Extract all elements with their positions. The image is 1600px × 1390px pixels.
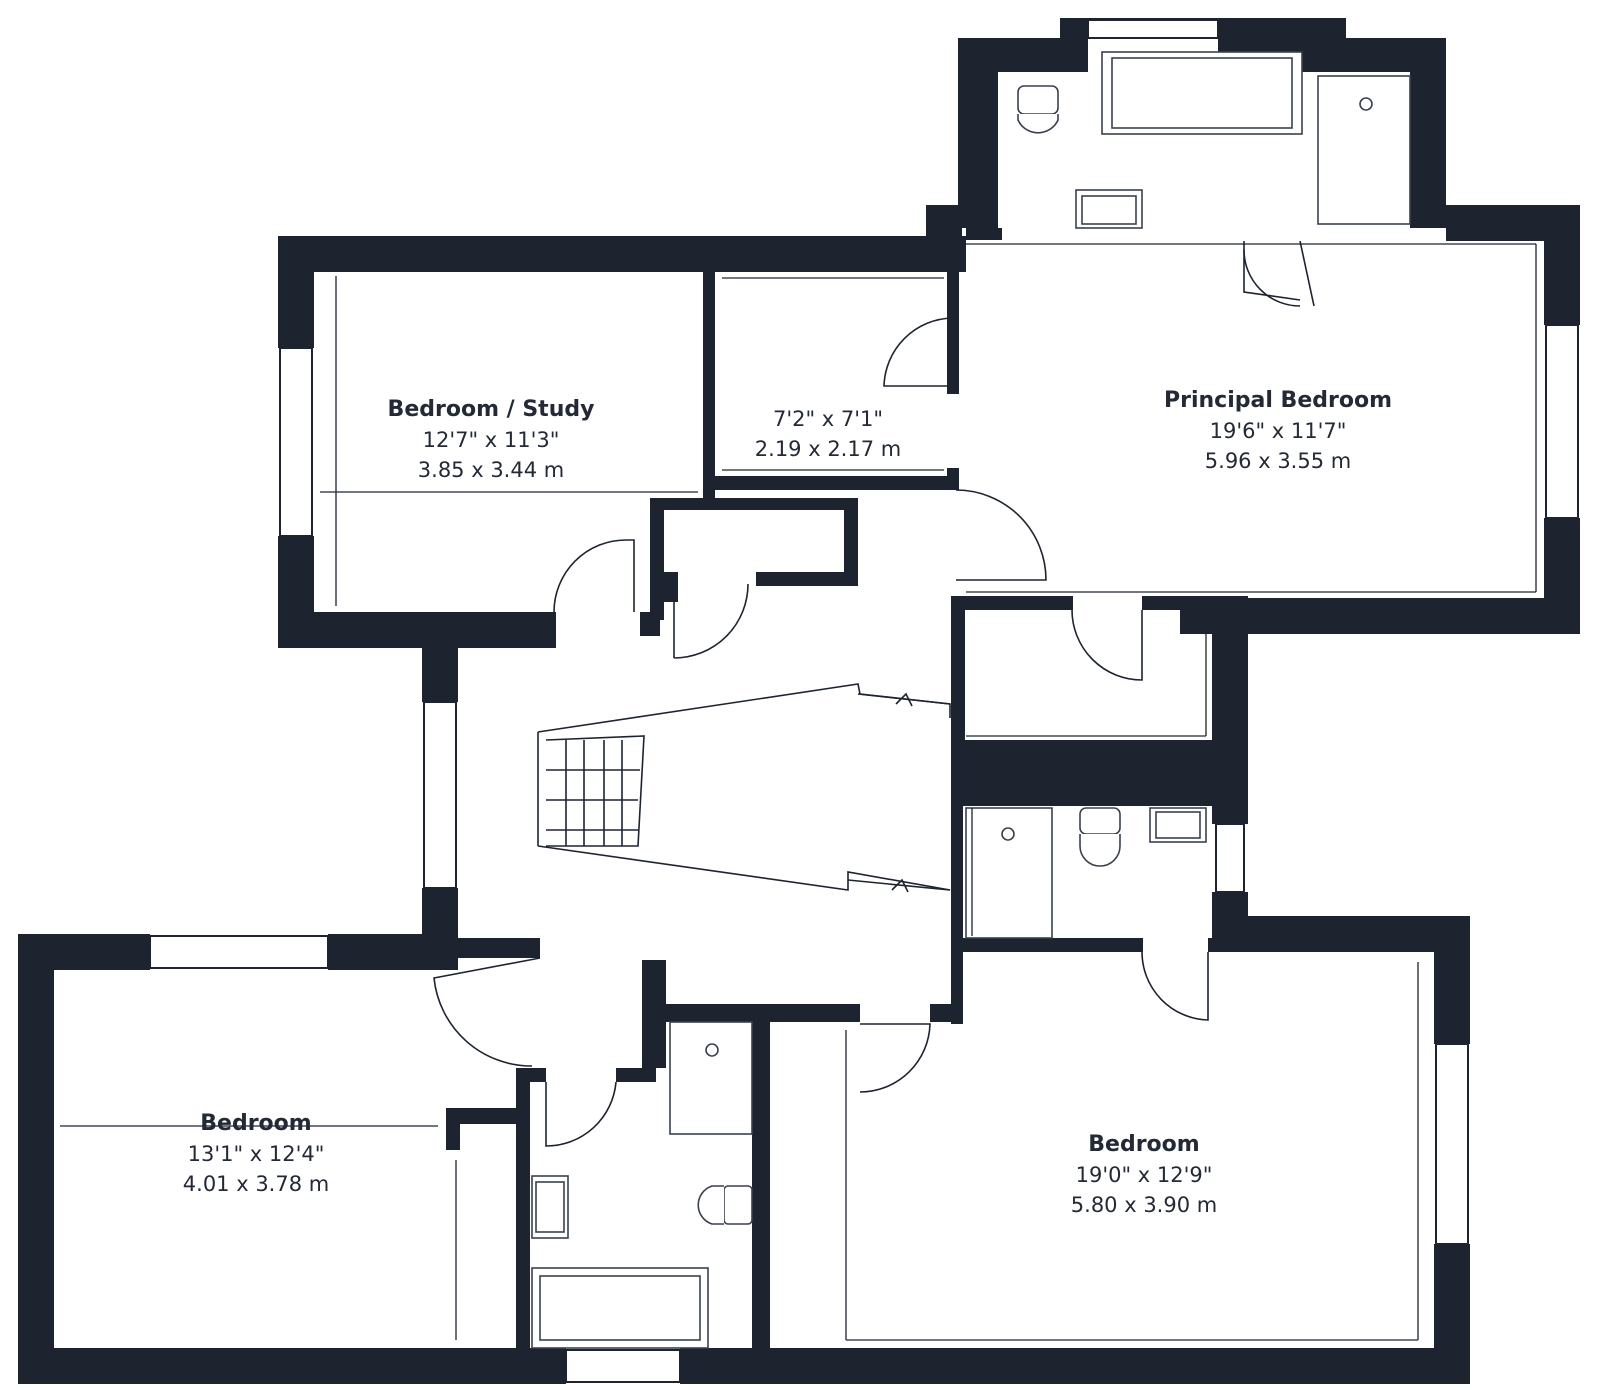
room-label-small-room: 7'2" x 7'1" 2.19 x 2.17 m	[755, 404, 901, 464]
room-dimensions-metric: 2.19 x 2.17 m	[754, 437, 902, 461]
room-dimensions-imperial: 19'6" x 11'7"	[1209, 419, 1347, 443]
room-dimensions-imperial: 7'2" x 7'1"	[772, 407, 884, 431]
room-name: Bedroom	[1088, 1132, 1200, 1157]
bathroom-fixtures	[531, 51, 1411, 1349]
room-name: Principal Bedroom	[1164, 388, 1392, 413]
toilet-icon	[1079, 807, 1121, 867]
room-dimensions-metric: 4.01 x 3.78 m	[182, 1172, 330, 1196]
shower-icon	[965, 807, 1053, 939]
basin-icon	[531, 1175, 569, 1239]
room-name: Bedroom	[200, 1111, 312, 1136]
windows	[149, 19, 1579, 1383]
room-name: Bedroom / Study	[387, 397, 595, 422]
door-swing-icon	[433, 240, 1315, 1147]
room-label-bedroom-right: Bedroom 19'0" x 12'9" 5.80 x 3.90 m	[1071, 1130, 1217, 1220]
room-dimensions-imperial: 12'7" x 11'3"	[422, 428, 560, 452]
room-dimensions-imperial: 13'1" x 12'4"	[187, 1142, 325, 1166]
room-label-bedroom-study: Bedroom / Study 12'7" x 11'3" 3.85 x 3.4…	[388, 395, 595, 485]
dimension-lines	[60, 243, 1537, 1341]
bath-icon	[531, 1267, 709, 1349]
room-label-bedroom-left: Bedroom 13'1" x 12'4" 4.01 x 3.78 m	[183, 1109, 329, 1199]
room-dimensions-metric: 5.80 x 3.90 m	[1070, 1193, 1218, 1217]
room-dimensions-metric: 5.96 x 3.55 m	[1204, 449, 1352, 473]
basin-icon	[1075, 189, 1143, 229]
staircase-icon	[537, 683, 951, 893]
basin-icon	[1149, 807, 1207, 843]
shower-icon	[1317, 75, 1411, 225]
shower-icon	[669, 1021, 753, 1135]
toilet-icon	[697, 1185, 753, 1225]
toilet-icon	[1017, 85, 1059, 134]
bath-icon	[1101, 51, 1303, 135]
room-label-principal-bedroom: Principal Bedroom 19'6" x 11'7" 5.96 x 3…	[1164, 386, 1392, 476]
room-dimensions-imperial: 19'0" x 12'9"	[1075, 1163, 1213, 1187]
room-dimensions-metric: 3.85 x 3.44 m	[417, 458, 565, 482]
